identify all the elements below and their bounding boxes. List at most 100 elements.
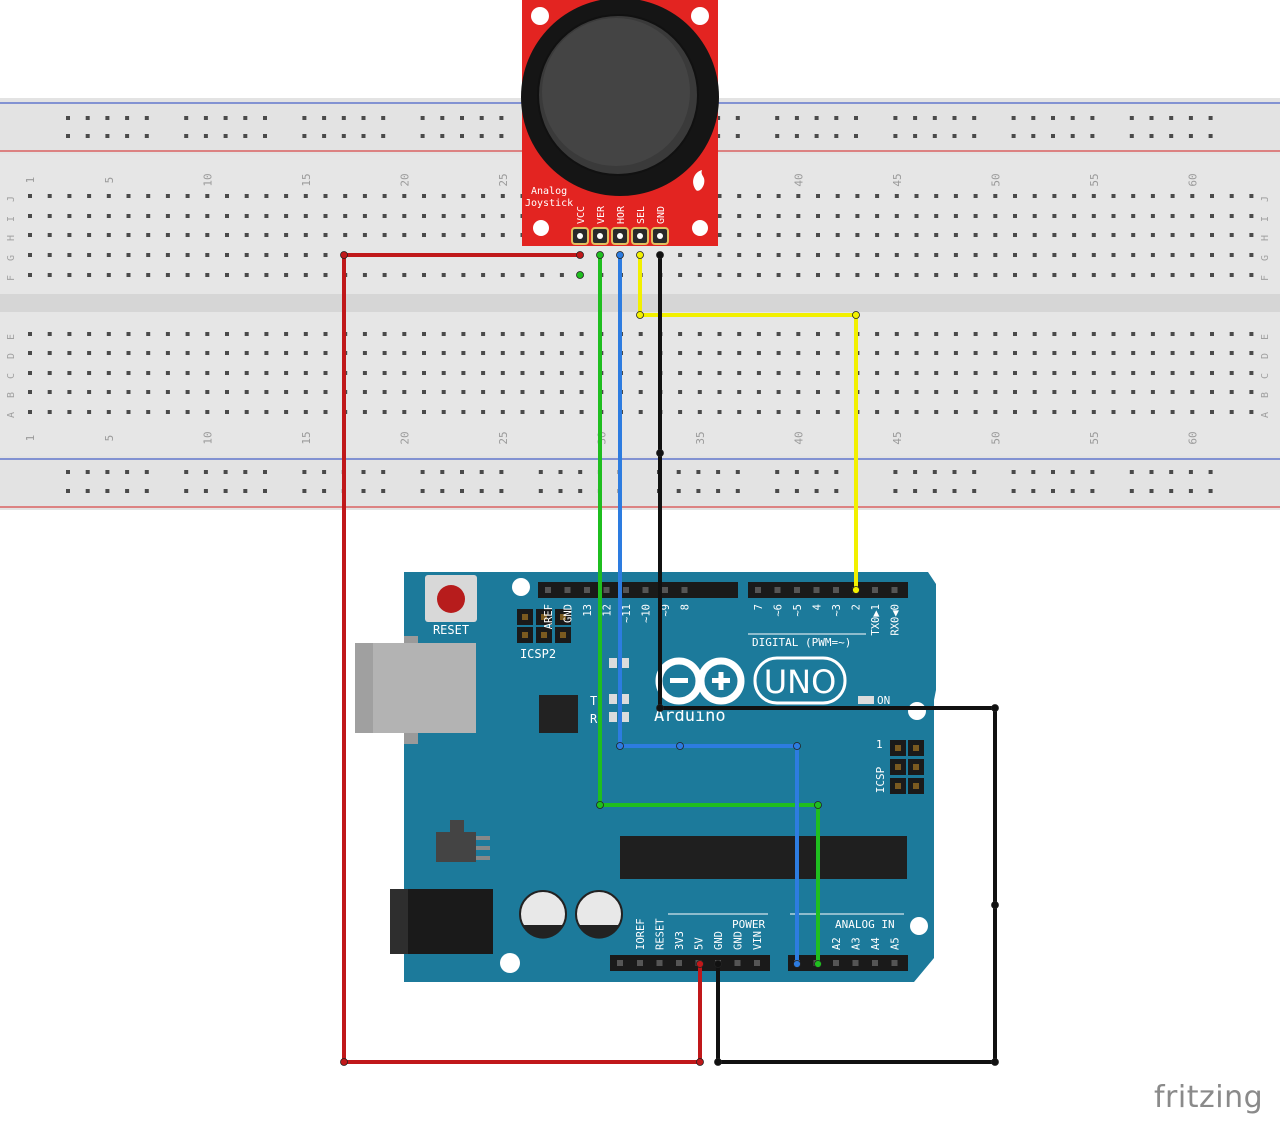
rail-hole <box>223 489 228 493</box>
wire-bendpoint <box>636 251 644 259</box>
breadboard-hole <box>461 351 466 355</box>
rail-hole <box>302 470 307 474</box>
breadboard-hole <box>1032 371 1037 375</box>
breadboard-hole <box>264 390 269 394</box>
breadboard-hole <box>87 351 92 355</box>
breadboard-hole <box>934 194 939 198</box>
column-number: 35 <box>694 431 707 444</box>
breadboard-hole <box>500 233 505 237</box>
digital-pin-label: 4 <box>812 604 824 610</box>
breadboard-hole <box>953 273 958 277</box>
breadboard-hole <box>1131 390 1136 394</box>
rail-hole <box>85 489 90 493</box>
breadboard-hole <box>756 253 761 257</box>
arduino-pcb <box>404 572 936 982</box>
rail-hole <box>184 470 189 474</box>
wire-bendpoint <box>596 251 604 259</box>
breadboard-hole <box>875 390 880 394</box>
joystick-pin-hole <box>597 233 603 239</box>
breadboard-hole <box>1190 390 1195 394</box>
breadboard-hole <box>953 332 958 336</box>
row-label: B <box>6 392 17 398</box>
breadboard-hole <box>441 390 446 394</box>
breadboard-hole <box>1032 233 1037 237</box>
breadboard-hole <box>1013 371 1017 375</box>
breadboard-hole <box>67 214 72 218</box>
rail-hole <box>479 116 484 120</box>
wire-green-ver-to-a1[interactable] <box>598 255 820 964</box>
row-label: H <box>6 235 17 241</box>
icsp-pin <box>895 783 901 789</box>
breadboard-hole <box>953 194 958 198</box>
rail-hole <box>479 489 484 493</box>
power-pin-label: RESET <box>655 918 667 950</box>
rail-hole <box>263 489 267 493</box>
breadboard-hole <box>1072 390 1077 394</box>
uno-badge <box>753 656 847 705</box>
rail-hole <box>460 116 464 120</box>
breadboard-hole <box>1190 233 1195 237</box>
breadboard-hole <box>1111 351 1116 355</box>
wire-black-gnd-to-gnd[interactable] <box>658 255 997 1064</box>
rail-hole <box>499 489 504 493</box>
rail-hole <box>1031 116 1036 120</box>
breadboard-hole <box>1052 371 1057 375</box>
breadboard-hole <box>914 371 919 375</box>
breadboard-hole <box>461 273 466 277</box>
breadboard-hole <box>205 332 210 336</box>
breadboard-hole <box>28 253 32 257</box>
breadboard-hole <box>422 194 426 198</box>
breadboard-hole <box>67 390 72 394</box>
breadboard-hole <box>540 351 545 355</box>
breadboard-hole <box>1190 253 1195 257</box>
rail-hole <box>578 489 583 493</box>
breadboard-hole <box>894 410 899 414</box>
breadboard-hole <box>697 351 702 355</box>
breadboard-hole <box>87 390 92 394</box>
rail-hole <box>775 134 780 138</box>
icsp-pin <box>895 764 901 770</box>
wire-yellow-sel-to-d2[interactable] <box>638 255 858 590</box>
breadboard-hole <box>835 253 840 257</box>
breadboard-hole <box>1072 351 1077 355</box>
breadboard-hole <box>934 371 939 375</box>
digital-pin-label: 12 <box>602 604 614 617</box>
breadboard-hole <box>47 332 52 336</box>
breadboard-hole <box>362 214 367 218</box>
breadboard-hole <box>1229 273 1234 277</box>
rail-hole <box>814 134 819 138</box>
breadboard-hole <box>244 410 249 414</box>
breadboard-hole <box>953 410 958 414</box>
breadboard-hole <box>737 233 742 237</box>
logo-loop-right <box>697 657 745 705</box>
breadboard-hole <box>934 332 939 336</box>
on-label: ON <box>877 694 890 707</box>
breadboard-hole <box>67 351 72 355</box>
breadboard-hole <box>165 351 170 355</box>
breadboard-hole <box>146 273 151 277</box>
column-number: 45 <box>891 431 904 444</box>
rail-hole <box>1149 116 1154 120</box>
digital-header-left <box>538 582 738 598</box>
led-tx <box>621 694 629 704</box>
digital-pin-hole <box>603 587 610 593</box>
breadboard-hole <box>47 253 52 257</box>
breadboard-hole <box>835 410 840 414</box>
breadboard-hole <box>816 233 820 237</box>
arduino-uno-board: RESET ICSP2 T R <box>355 572 936 982</box>
breadboard-hole <box>835 332 840 336</box>
wire-blue-hor-to-a0[interactable] <box>618 255 799 964</box>
breadboard-hole <box>284 371 289 375</box>
breadboard-hole <box>1229 351 1234 355</box>
breadboard-hole <box>244 253 249 257</box>
breadboard-hole <box>106 410 111 414</box>
breadboard-hole <box>1150 253 1155 257</box>
breadboard-hole <box>303 273 308 277</box>
breadboard-hole <box>934 351 939 355</box>
breadboard-hole <box>303 351 308 355</box>
power-pin-label: GND <box>713 931 725 950</box>
rail-hole <box>735 116 740 120</box>
reset-button-cap[interactable] <box>437 585 465 613</box>
breadboard-hole <box>934 273 939 277</box>
breadboard-hole <box>1032 214 1037 218</box>
